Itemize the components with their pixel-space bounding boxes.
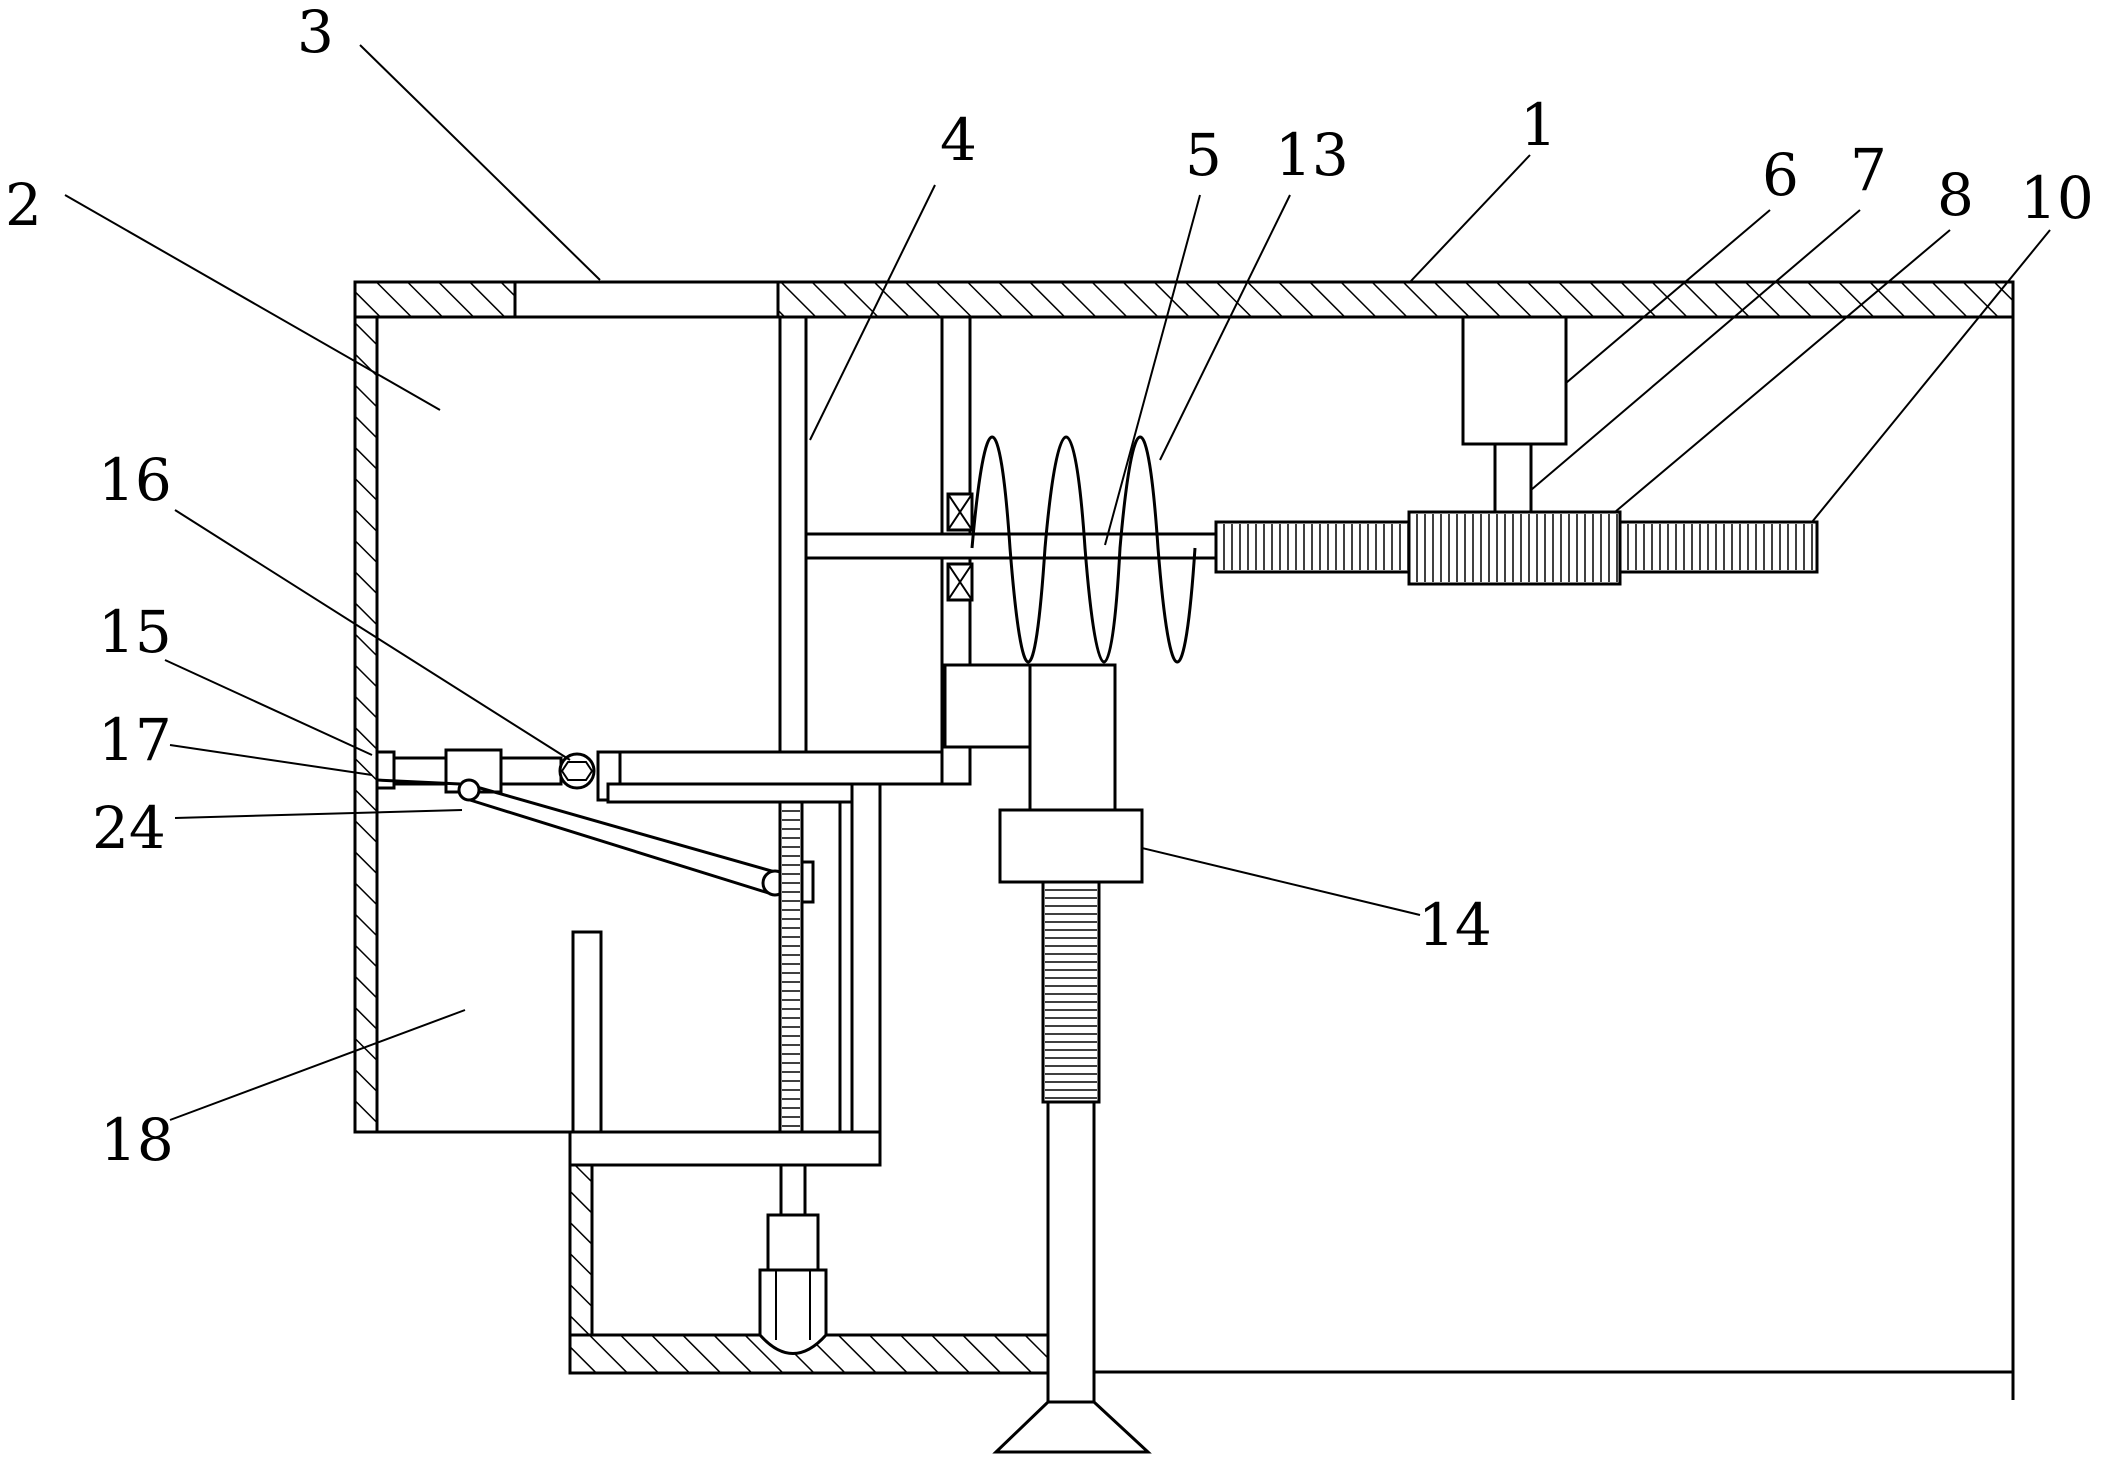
suction-cup (992, 1400, 1152, 1454)
callout-1: 1 (1520, 91, 1557, 159)
callout-15: 15 (98, 598, 172, 666)
rack-left (1214, 520, 1411, 574)
top-plate-main (776, 280, 2015, 319)
motor (1461, 315, 1568, 446)
callout-3: 3 (297, 0, 334, 66)
lower-shaft (779, 1163, 807, 1217)
callout-7: 7 (1850, 136, 1887, 204)
callout-16: 16 (98, 446, 172, 514)
callout-18: 18 (100, 1106, 174, 1174)
spring (970, 435, 1197, 664)
lower-motor-body (766, 1213, 820, 1272)
callout-24: 24 (92, 794, 166, 862)
callout-4: 4 (940, 106, 977, 174)
callout-13: 13 (1275, 121, 1349, 189)
callout-10: 10 (2020, 164, 2094, 232)
gear (1407, 510, 1622, 586)
top-plate-left (353, 280, 517, 319)
callouts: 3 2 4 5 13 1 6 7 8 10 16 15 17 24 14 18 (5, 0, 2094, 1174)
motor-output-shaft (1493, 442, 1533, 514)
top-opening (513, 280, 780, 319)
vertical-column (1028, 663, 1117, 812)
callout-14: 14 (1418, 891, 1492, 959)
pivot-top (457, 778, 481, 802)
callout-2: 2 (5, 171, 42, 239)
bearing-lower (946, 562, 974, 602)
callout-17: 17 (98, 706, 172, 774)
connecting-block (943, 663, 1032, 749)
rack-right (1618, 520, 1819, 574)
lower-box-left-wall (568, 1163, 594, 1337)
threaded-nut (998, 808, 1144, 884)
housing-frame (353, 280, 2015, 1400)
horizontal-plate (568, 1130, 882, 1167)
bearing-upper (946, 492, 974, 532)
cylinder-arm (375, 748, 944, 804)
lower-rod (1046, 1100, 1096, 1404)
callout-5: 5 (1185, 121, 1222, 189)
leader-lines (64, 44, 2051, 1121)
threaded-rod (1041, 880, 1101, 1104)
callout-6: 6 (1762, 141, 1799, 209)
callout-8: 8 (1937, 161, 1974, 229)
vertical-rack (778, 800, 854, 1134)
hinge-bolt-16 (558, 752, 596, 790)
lower-motor-cap (758, 1268, 828, 1355)
left-wall (353, 315, 379, 1134)
vertical-guide-bar (571, 930, 603, 1134)
